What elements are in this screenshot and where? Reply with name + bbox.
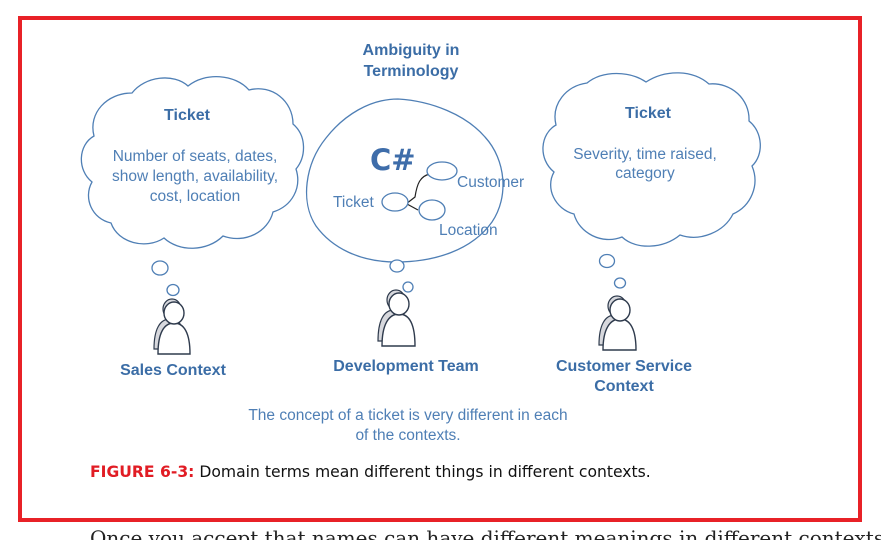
development-team-icon (377, 289, 416, 347)
sales-thought-cloud: Ticket Number of seats, dates, show leng… (80, 75, 305, 297)
customer-service-cloud-line-2: category (615, 165, 675, 182)
ticket-node-icon (381, 192, 409, 212)
sales-cloud-outline (80, 75, 305, 249)
sales-cloud-line-2: show length, availability, (112, 168, 278, 185)
diagram-title: Ambiguity in Terminology (363, 42, 460, 80)
body-text-line: Once you accept that names can have diff… (90, 526, 881, 540)
location-node-label: Location (439, 222, 498, 239)
diagram-title-line-1: Ambiguity in (363, 42, 460, 59)
location-node-icon (418, 199, 446, 221)
customer-service-thought-bubble-small (613, 277, 627, 289)
customer-service-label-line-1: Customer Service (556, 358, 692, 375)
development-thought-cloud: C# Ticket Customer Location (305, 98, 524, 293)
sales-context-label: Sales Context (120, 362, 226, 379)
diagram-title-line-2: Terminology (364, 63, 459, 80)
customer-service-cloud-line-1: Severity, time raised, (573, 146, 717, 163)
customer-service-thought-cloud: Ticket Severity, time raised, category (542, 72, 761, 289)
customer-service-person-icon (598, 295, 637, 351)
diagram-note-line-2: of the contexts. (355, 427, 460, 444)
ticket-node-label: Ticket (333, 194, 374, 211)
figure-frame (18, 16, 862, 522)
customer-service-cloud-title: Ticket (625, 105, 672, 122)
development-thought-bubble-large (389, 259, 405, 273)
sales-person-icon (153, 298, 191, 355)
diagram-note-line-1: The concept of a ticket is very differen… (248, 407, 567, 424)
sales-cloud-line-1: Number of seats, dates, (113, 148, 278, 165)
csharp-label: C# (370, 143, 416, 177)
customer-service-label-line-2: Context (594, 378, 654, 395)
ticket-location-link (406, 203, 419, 211)
figure-caption-label: FIGURE 6-3: (90, 463, 195, 481)
customer-service-thought-bubble-large (598, 253, 616, 269)
sales-thought-bubble-large (151, 260, 169, 276)
development-thought-bubble-small (402, 281, 414, 293)
sales-thought-bubble-small (166, 283, 180, 297)
figure-caption: FIGURE 6-3: Domain terms mean different … (90, 463, 651, 481)
ticket-customer-link (405, 173, 431, 205)
customer-node-label: Customer (457, 174, 524, 191)
sales-cloud-title: Ticket (164, 107, 211, 124)
figure-caption-text: Domain terms mean different things in di… (194, 463, 651, 481)
development-team-label: Development Team (333, 358, 479, 375)
customer-node-icon (426, 161, 458, 181)
customer-service-cloud-outline (542, 72, 761, 247)
sales-cloud-line-3: cost, location (150, 188, 240, 205)
